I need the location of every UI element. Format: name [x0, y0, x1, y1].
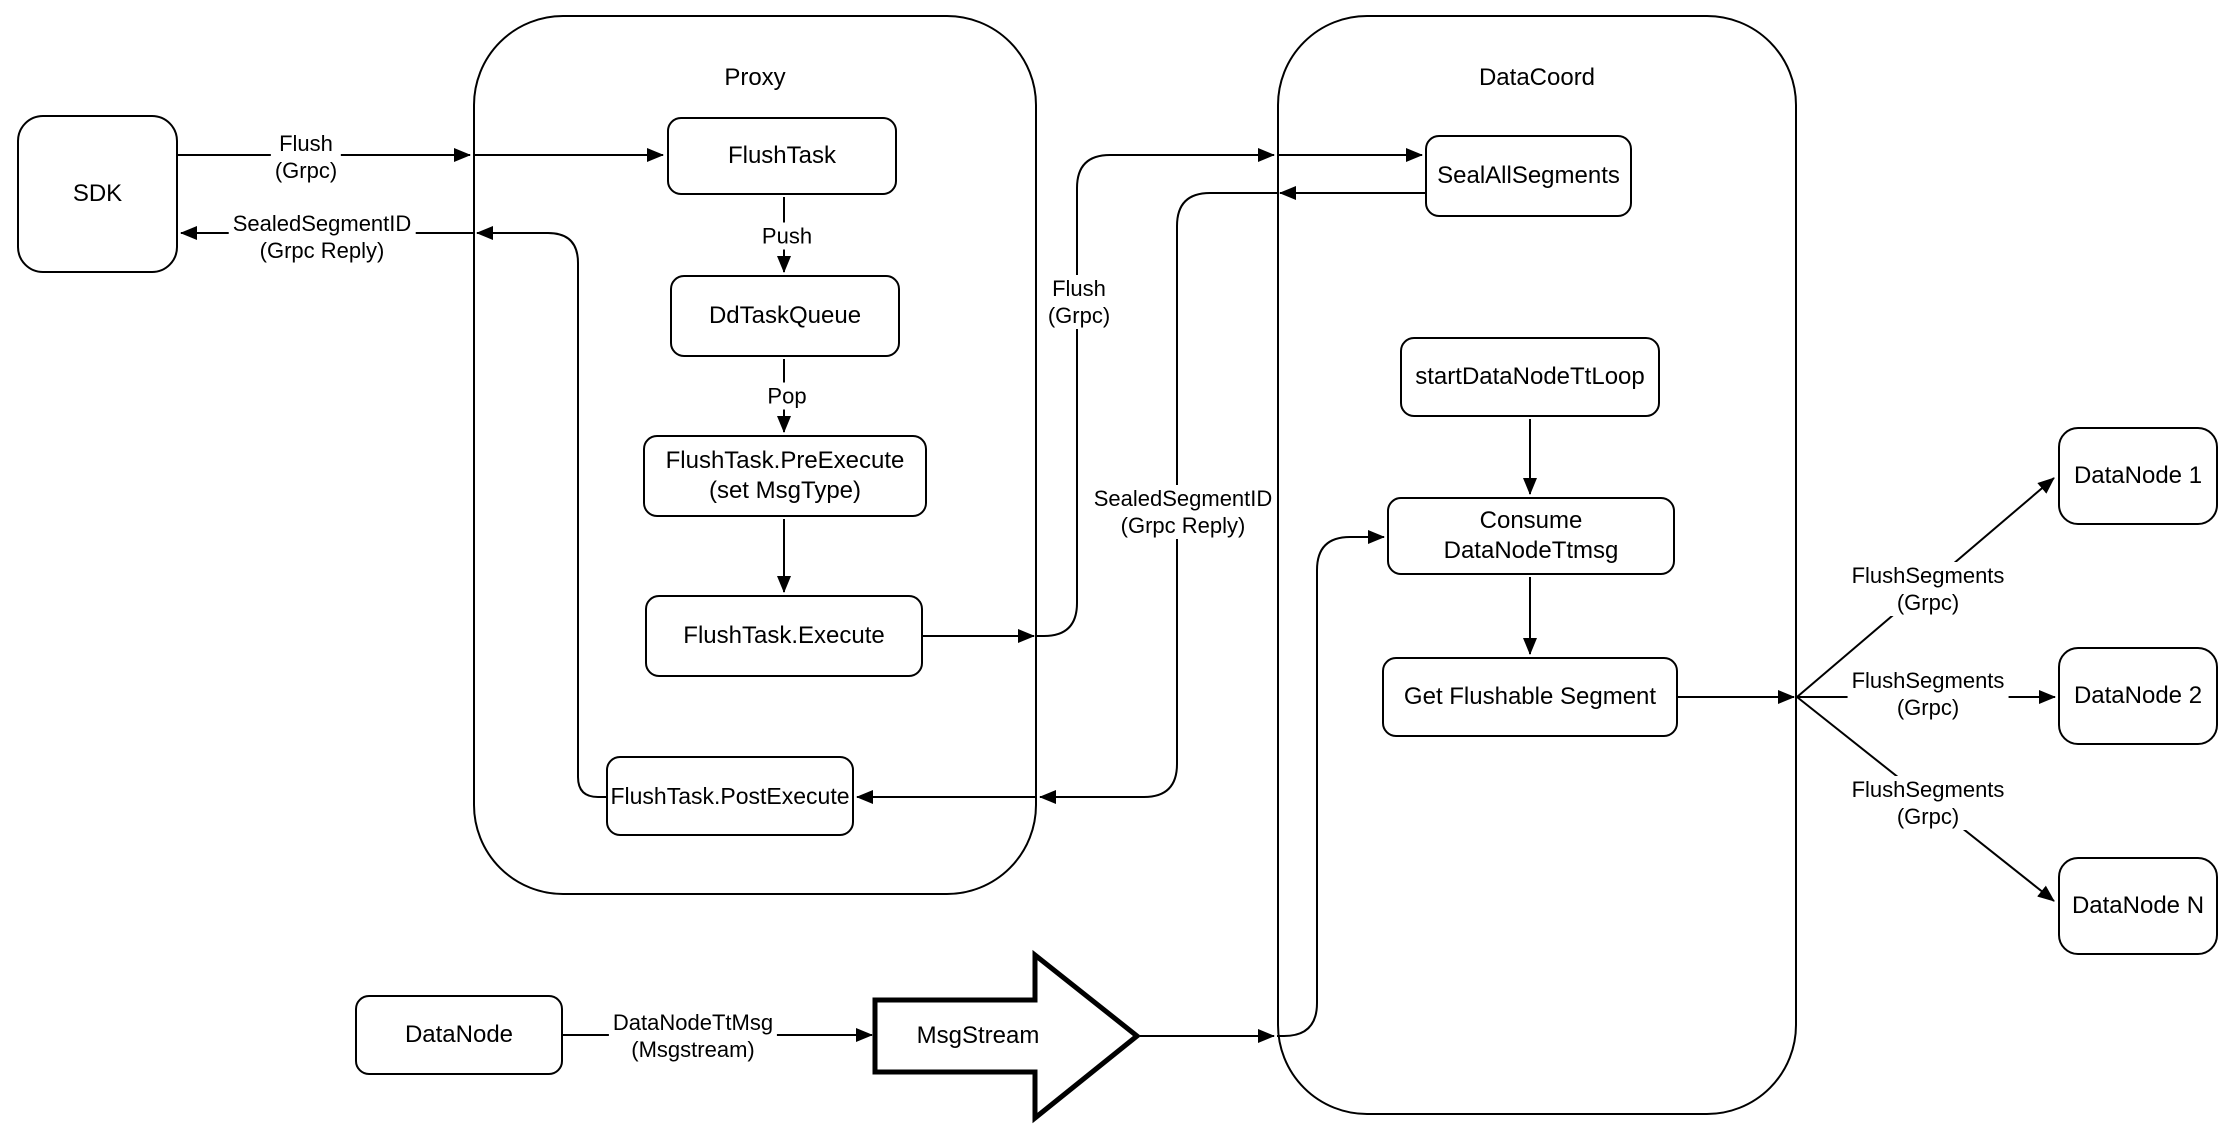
edge-proxy-to-datacoord-flush — [1037, 148, 1275, 637]
proxy-container-title: Proxy — [724, 64, 786, 91]
edge-label-sdk-flush: Flush (Grpc) — [270, 130, 342, 184]
node-flushtask-execute: FlushTask.Execute — [645, 595, 923, 677]
edge-label-pop: Pop — [763, 382, 811, 410]
datacoord-container — [1277, 15, 1797, 1115]
edge-label-proxy-sealedsegmentid: SealedSegmentID (Grpc Reply) — [1089, 485, 1277, 539]
node-get-flushable-segment: Get Flushable Segment — [1382, 657, 1678, 737]
node-sdk: SDK — [17, 115, 178, 273]
edge-label-flushsegments-1: FlushSegments (Grpc) — [1847, 562, 2009, 616]
edge-label-push: Push — [757, 222, 817, 250]
node-datanode-n: DataNode N — [2058, 857, 2218, 955]
edge-datacoord-to-consume — [1277, 530, 1385, 1037]
proxy-container — [473, 15, 1037, 895]
node-consume-datanodettmsg: Consume DataNodeTtmsg — [1387, 497, 1675, 575]
edge-postexecute-to-proxy-edge — [476, 226, 606, 798]
node-datanode-source: DataNode — [355, 995, 563, 1075]
edge-label-datanodettmsg: DataNodeTtMsg (Msgstream) — [608, 1009, 778, 1063]
edge-label-proxy-flush: Flush (Grpc) — [1043, 275, 1115, 329]
edge-label-sdk-sealedsegmentid: SealedSegmentID (Grpc Reply) — [228, 210, 416, 264]
edge-label-flushsegments-2: FlushSegments (Grpc) — [1847, 667, 2009, 721]
node-flushtask-preexecute: FlushTask.PreExecute (set MsgType) — [643, 435, 927, 517]
msgstream-block-arrow — [872, 949, 1142, 1124]
node-startdatanodettloop: startDataNodeTtLoop — [1400, 337, 1660, 417]
node-sealallsegments: SealAllSegments — [1425, 135, 1632, 217]
datacoord-container-title: DataCoord — [1478, 64, 1596, 91]
node-datanode-2: DataNode 2 — [2058, 647, 2218, 745]
node-flushtask: FlushTask — [667, 117, 897, 195]
node-flushtask-postexecute: FlushTask.PostExecute — [606, 756, 854, 836]
edge-label-flushsegments-3: FlushSegments (Grpc) — [1847, 776, 2009, 830]
node-ddtaskqueue: DdTaskQueue — [670, 275, 900, 357]
node-datanode-1: DataNode 1 — [2058, 427, 2218, 525]
msgstream-label: MsgStream — [916, 1022, 1040, 1049]
